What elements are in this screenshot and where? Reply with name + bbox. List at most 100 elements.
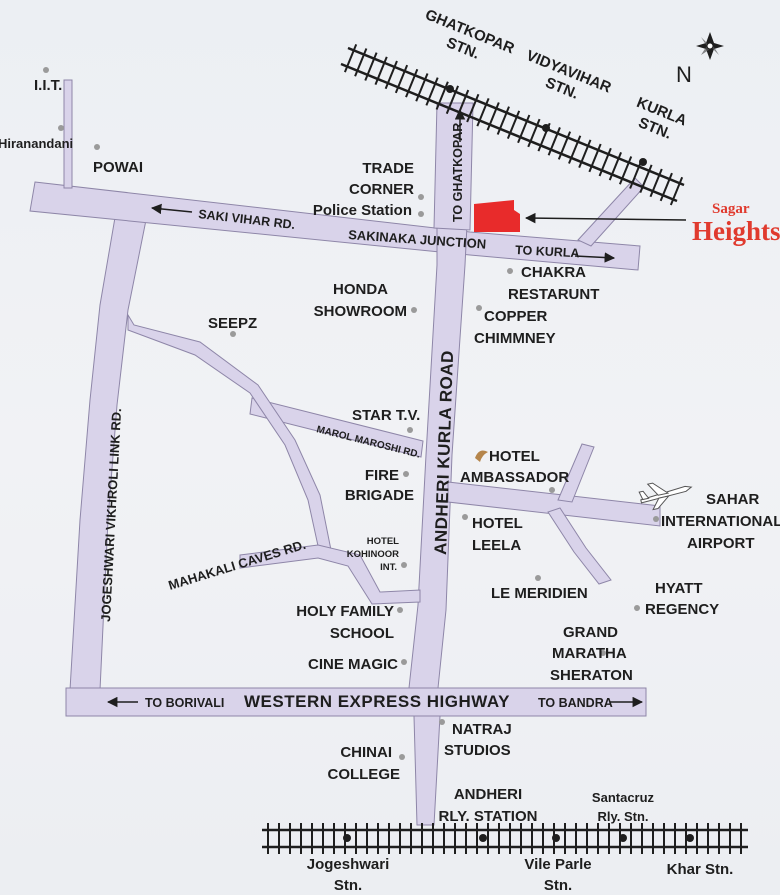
svg-text:CORNER: CORNER — [349, 181, 414, 198]
svg-text:Santacruz: Santacruz — [592, 790, 655, 805]
jogeshwari-dot — [343, 834, 351, 842]
svg-text:INTERNATIONAL: INTERNATIONAL — [661, 513, 780, 530]
svg-text:HOTEL: HOTEL — [472, 515, 523, 532]
svg-text:Vile Parle: Vile Parle — [524, 856, 591, 873]
svg-text:FIRE: FIRE — [365, 467, 399, 484]
brand-sagar-label: Sagar — [712, 201, 750, 217]
vidyavihar-dot — [542, 124, 550, 132]
chakra-restaurant-label: CHAKRA RESTARUNT — [508, 264, 599, 303]
airplane-icon — [638, 482, 693, 511]
to-ghatkopar-label: TO GHATKOPAR — [451, 123, 465, 222]
kurla-station-label: KURLA STN. — [634, 94, 689, 143]
western-railway — [262, 823, 748, 854]
svg-text:HOTEL: HOTEL — [367, 536, 399, 547]
svg-text:Rly. Stn.: Rly. Stn. — [597, 809, 648, 824]
svg-text:SHOWROOM: SHOWROOM — [314, 303, 407, 320]
ghatkopar-station-label: GHATKOPAR STN. — [423, 6, 517, 63]
cine-magic-label: CINE MAGIC — [308, 656, 398, 673]
iit-label: I.I.T. — [34, 77, 62, 94]
western-express-highway-label: WESTERN EXPRESS HIGHWAY — [244, 692, 510, 711]
svg-text:STUDIOS: STUDIOS — [444, 742, 511, 759]
grand-maratha-label: GRAND MARATHA SHERATON — [550, 624, 633, 684]
trade-corner-label: TRADE CORNER Police Station — [313, 160, 414, 219]
svg-text:AMBASSADOR: AMBASSADOR — [460, 469, 569, 486]
ghatkopar-dot — [446, 85, 454, 93]
hiranandani-label: Hiranandani — [0, 136, 73, 151]
svg-text:Stn.: Stn. — [334, 877, 362, 894]
airport-fork-south — [547, 507, 612, 585]
svg-text:AIRPORT: AIRPORT — [687, 535, 755, 552]
hyatt-regency-label: HYATT REGENCY — [645, 580, 719, 618]
chinai-college-label: CHINAI COLLEGE — [327, 744, 400, 783]
mahakali-caves-road-label: MAHAKALI CAVES RD. — [166, 537, 307, 593]
roads — [29, 79, 661, 826]
compass-icon — [696, 32, 724, 60]
svg-text:RESTARUNT: RESTARUNT — [508, 286, 599, 303]
svg-text:HOTEL: HOTEL — [489, 448, 540, 465]
le-meridien-label: LE MERIDIEN — [491, 585, 588, 602]
to-borivali-label: TO BORIVALI — [145, 696, 224, 710]
vidyavihar-station-label: VIDYAVIHAR STN. — [524, 47, 614, 103]
vileparle-dot — [552, 834, 560, 842]
svg-text:INT.: INT. — [380, 562, 397, 573]
svg-text:SAHAR: SAHAR — [706, 491, 760, 508]
svg-text:HYATT: HYATT — [655, 580, 703, 597]
powai-label: POWAI — [93, 159, 143, 176]
place-markers — [43, 67, 659, 760]
mahakali-caves-road — [239, 544, 421, 605]
svg-text:CHINAI: CHINAI — [340, 744, 392, 761]
svg-text:Jogeshwari: Jogeshwari — [307, 856, 390, 873]
svg-text:ANDHERI: ANDHERI — [454, 786, 522, 803]
svg-text:KOHINOOR: KOHINOOR — [347, 549, 399, 560]
brand-heights-label: Heights — [692, 216, 780, 246]
hotel-kohinoor-label: HOTEL KOHINOOR INT. — [347, 536, 399, 573]
star-tv-label: STAR T.V. — [352, 407, 420, 424]
khar-dot — [686, 834, 694, 842]
ghatkopar-spur — [433, 102, 474, 231]
svg-text:NATRAJ: NATRAJ — [452, 721, 512, 738]
svg-text:REGENCY: REGENCY — [645, 601, 719, 618]
svg-text:COPPER: COPPER — [484, 308, 548, 325]
khar-station-label: Khar Stn. — [667, 861, 734, 878]
airport-fork-north — [557, 443, 595, 503]
svg-text:Stn.: Stn. — [544, 877, 572, 894]
svg-text:COLLEGE: COLLEGE — [327, 766, 400, 783]
station-dots — [343, 85, 694, 842]
seepz-curve-road — [127, 313, 333, 556]
kurla-branch-road — [577, 177, 645, 247]
airport-road — [447, 481, 661, 527]
south-road — [413, 715, 441, 826]
svg-text:RLY. STATION: RLY. STATION — [439, 808, 538, 825]
svg-text:HONDA: HONDA — [333, 281, 388, 298]
vile-parle-station-label: Vile Parle Stn. — [524, 856, 591, 894]
svg-text:MARATHA: MARATHA — [552, 645, 627, 662]
svg-text:HOLY FAMILY: HOLY FAMILY — [296, 603, 394, 620]
hotel-leela-label: HOTEL LEELA — [472, 515, 523, 554]
hotel-ambassador-icon — [475, 450, 488, 462]
honda-showroom-label: HONDA SHOWROOM — [314, 281, 407, 320]
fire-brigade-label: FIRE BRIGADE — [345, 467, 414, 504]
svg-text:GRAND: GRAND — [563, 624, 618, 641]
svg-text:LEELA: LEELA — [472, 537, 521, 554]
svg-text:CHAKRA: CHAKRA — [521, 264, 586, 281]
natraj-studios-label: NATRAJ STUDIOS — [444, 721, 512, 759]
svg-text:Police Station: Police Station — [313, 202, 412, 219]
svg-text:SCHOOL: SCHOOL — [330, 625, 394, 642]
svg-text:CHIMMNEY: CHIMMNEY — [474, 330, 556, 347]
compass-north-label: N — [676, 62, 692, 87]
svg-text:SHERATON: SHERATON — [550, 667, 633, 684]
holy-family-school-label: HOLY FAMILY SCHOOL — [296, 603, 394, 642]
copper-chimney-label: COPPER CHIMMNEY — [474, 308, 556, 347]
marol-maroshi-road — [249, 397, 424, 458]
svg-text:BRIGADE: BRIGADE — [345, 487, 414, 504]
to-kurla-label: TO KURLA — [515, 243, 580, 260]
seepz-label: SEEPZ — [208, 315, 257, 332]
jogeshwari-station-label: Jogeshwari Stn. — [307, 856, 390, 894]
andheri-dot — [479, 834, 487, 842]
direction-arrows — [106, 108, 644, 708]
saki-vihar-road — [29, 181, 641, 271]
andheri-station-label: ANDHERI RLY. STATION — [439, 786, 538, 825]
sahar-airport-label: SAHAR INTERNATIONAL AIRPORT — [661, 491, 780, 552]
